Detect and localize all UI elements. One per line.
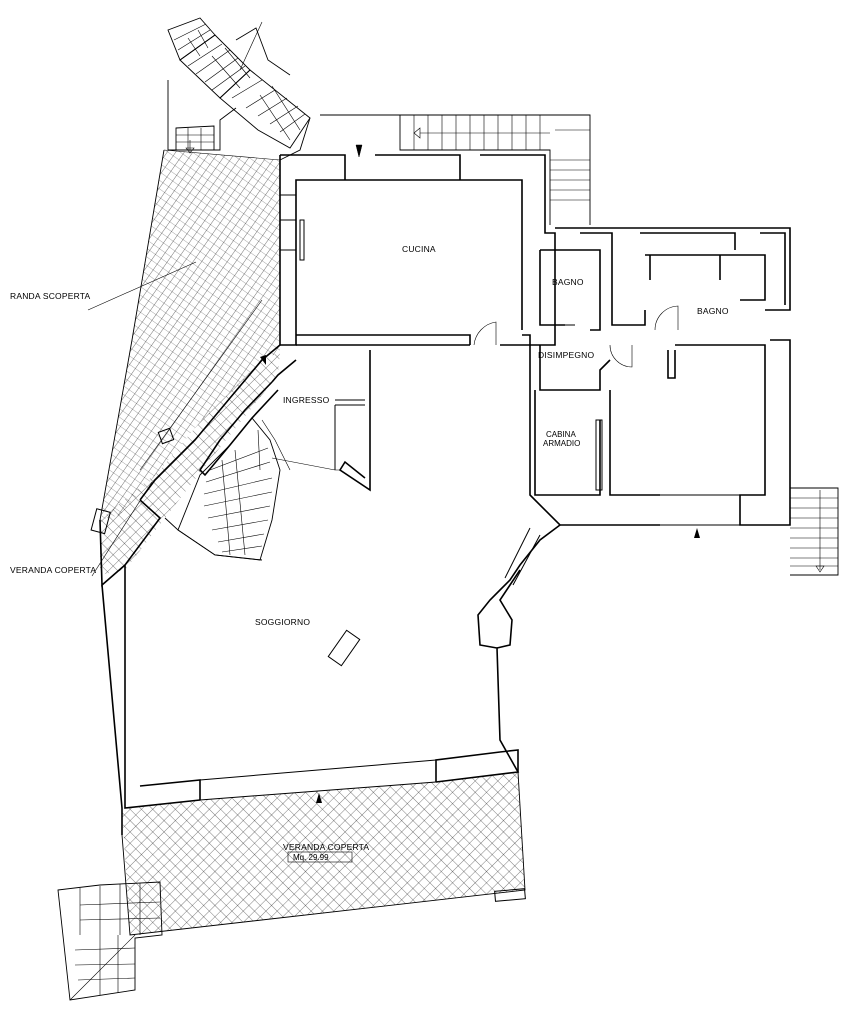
area-value: Mq. 29.99 [293, 853, 329, 862]
outdoor-label-veranda-coperta-main: VERANDA COPERTA [283, 842, 369, 852]
right-side-stairs [790, 487, 839, 576]
room-label-cabina: CABINA [546, 430, 576, 439]
outdoor-label-veranda-coperta-side: VERANDA COPERTA [10, 565, 96, 575]
veranda-diagonal [139, 299, 263, 471]
veranda-scoperta-outline [99, 149, 165, 521]
veranda-coperta-side-hatch [100, 352, 280, 575]
room-label-bagno: BAGNO [552, 277, 584, 287]
room-label-disimpegno: DISIMPEGNO [538, 350, 595, 360]
veranda-scoperta-leader [87, 261, 197, 311]
entrance-arrow-icon [355, 144, 363, 158]
room-label-soggiorno: SOGGIORNO [255, 617, 310, 627]
entrance-arrow-icon [694, 528, 700, 538]
top-left-stairs [167, 17, 311, 161]
veranda-scoperta-hatch [100, 150, 280, 520]
area-box [287, 851, 353, 863]
veranda-coperta-leader [91, 481, 153, 577]
room-label-cucina: CUCINA [402, 244, 436, 254]
middle-left-stairs [164, 417, 281, 561]
top-right-stairs [320, 114, 591, 225]
veranda-scoperta-top-edge [163, 149, 281, 161]
entrance-arrow-icon [260, 355, 266, 365]
right-wing-walls [529, 227, 791, 526]
outdoor-label-veranda-scoperta: RANDA SCOPERTA [10, 291, 91, 301]
veranda-coperta-main-hatch [122, 772, 525, 935]
entrance-arrow-icon [316, 793, 322, 803]
room-label-bagno: BAGNO [697, 306, 729, 316]
bottom-left-stairs [57, 881, 163, 1001]
room-label-armadio: ARMADIO [543, 439, 580, 448]
soggiorno-walls [90, 344, 561, 936]
room-label-ingresso: INGRESSO [283, 395, 330, 405]
cucina-walls [279, 154, 556, 346]
